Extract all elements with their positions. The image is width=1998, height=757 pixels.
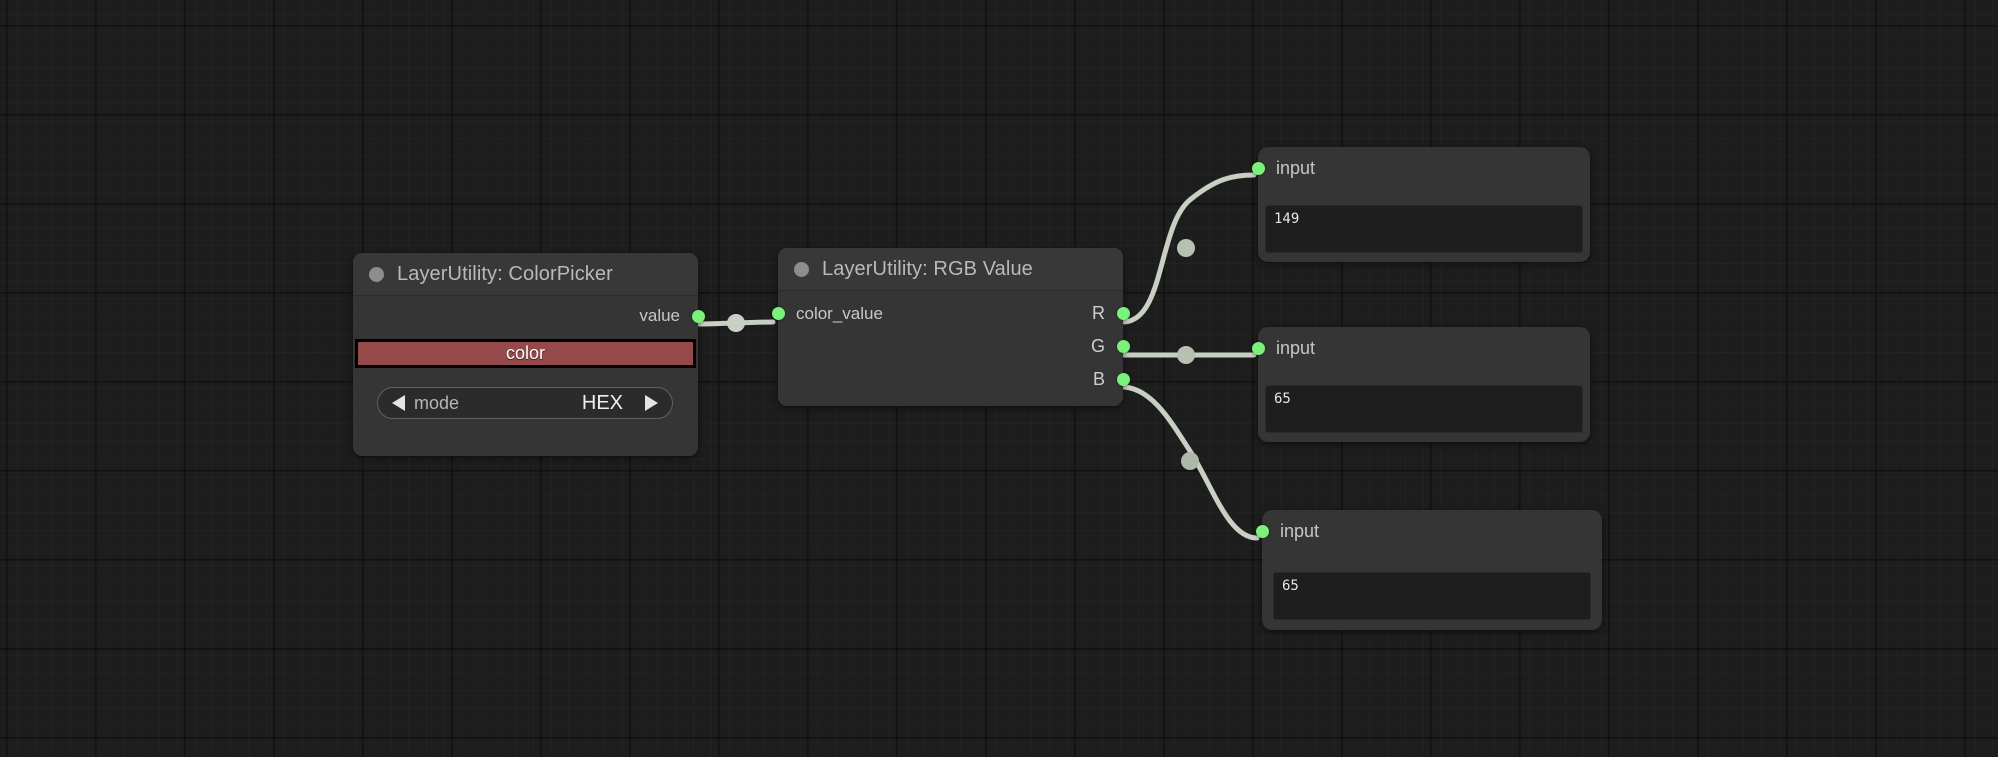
output-slot-dot-icon[interactable] (1116, 373, 1130, 386)
mode-combo-value: HEX (581, 391, 623, 414)
output-slot-r[interactable]: R (1003, 297, 1130, 330)
output-slot-g[interactable]: G (1003, 330, 1130, 363)
color-swatch-label: color (505, 343, 545, 363)
node-layerutility-rgb-value[interactable]: LayerUtility: RGB Value color_value R G … (771, 248, 1130, 406)
input-slot-row[interactable]: input (1255, 510, 1602, 552)
link-midpoint-dot[interactable] (1177, 239, 1195, 257)
input-slot-dot-icon[interactable] (1255, 524, 1269, 538)
output-slot-stack: R G B (1003, 297, 1130, 396)
output-slot-value[interactable]: value (353, 296, 705, 336)
node-input-r[interactable]: input 149 (1251, 147, 1590, 262)
input-slot-color-value[interactable]: color_value (771, 297, 1123, 330)
node-body: value color mode HEX (353, 296, 705, 455)
node-input-g[interactable]: input 65 (1251, 327, 1590, 442)
input-slot-label: color_value (796, 303, 883, 323)
output-slot-dot-icon[interactable] (1116, 340, 1130, 353)
output-slot-label: G (1090, 336, 1105, 356)
mode-combo-widget[interactable]: mode HEX (377, 387, 673, 419)
color-swatch-widget[interactable]: color (355, 339, 696, 368)
node-title: LayerUtility: ColorPicker (397, 262, 613, 285)
node-header[interactable]: LayerUtility: ColorPicker (353, 253, 698, 296)
link-r-to-input-r (1121, 172, 1257, 325)
input-slot-label: input (1276, 157, 1316, 178)
link-midpoint-dot[interactable] (727, 314, 745, 332)
output-slot-label: value (639, 306, 680, 325)
input-slot-row[interactable]: input (1251, 147, 1590, 189)
triangle-right-icon[interactable] (645, 395, 658, 411)
link-midpoint-dot[interactable] (1177, 346, 1195, 364)
output-slot-b[interactable]: B (1003, 363, 1130, 396)
node-body: color_value R G B (771, 291, 1130, 405)
node-header[interactable]: LayerUtility: RGB Value (778, 248, 1123, 291)
output-slot-label: B (1092, 369, 1105, 389)
input-slot-dot-icon[interactable] (1251, 161, 1265, 175)
input-slot-row[interactable]: input (1251, 327, 1590, 369)
node-collapse-dot-icon[interactable] (369, 266, 384, 282)
output-slot-dot-icon[interactable] (1116, 307, 1130, 320)
input-slot-label: input (1280, 520, 1320, 541)
mode-combo-label: mode (414, 392, 460, 413)
node-title: LayerUtility: RGB Value (822, 257, 1033, 280)
value-text-field[interactable]: 65 (1273, 572, 1591, 620)
node-collapse-dot-icon[interactable] (794, 261, 809, 277)
input-slot-dot-icon[interactable] (1251, 341, 1265, 355)
node-layerutility-colorpicker[interactable]: LayerUtility: ColorPicker value color mo… (353, 253, 705, 456)
link-midpoint-dot[interactable] (1181, 452, 1199, 470)
value-text-field[interactable]: 65 (1265, 385, 1583, 433)
link-value-to-color-value (696, 319, 776, 327)
output-slot-label: R (1092, 303, 1105, 323)
triangle-left-icon[interactable] (392, 395, 405, 411)
input-slot-dot-icon[interactable] (771, 307, 785, 320)
link-b-to-input-b (1121, 384, 1260, 541)
node-input-b[interactable]: input 65 (1255, 510, 1602, 630)
output-slot-dot-icon[interactable] (691, 309, 705, 323)
input-slot-label: input (1276, 337, 1316, 358)
value-text-field[interactable]: 149 (1265, 205, 1583, 253)
